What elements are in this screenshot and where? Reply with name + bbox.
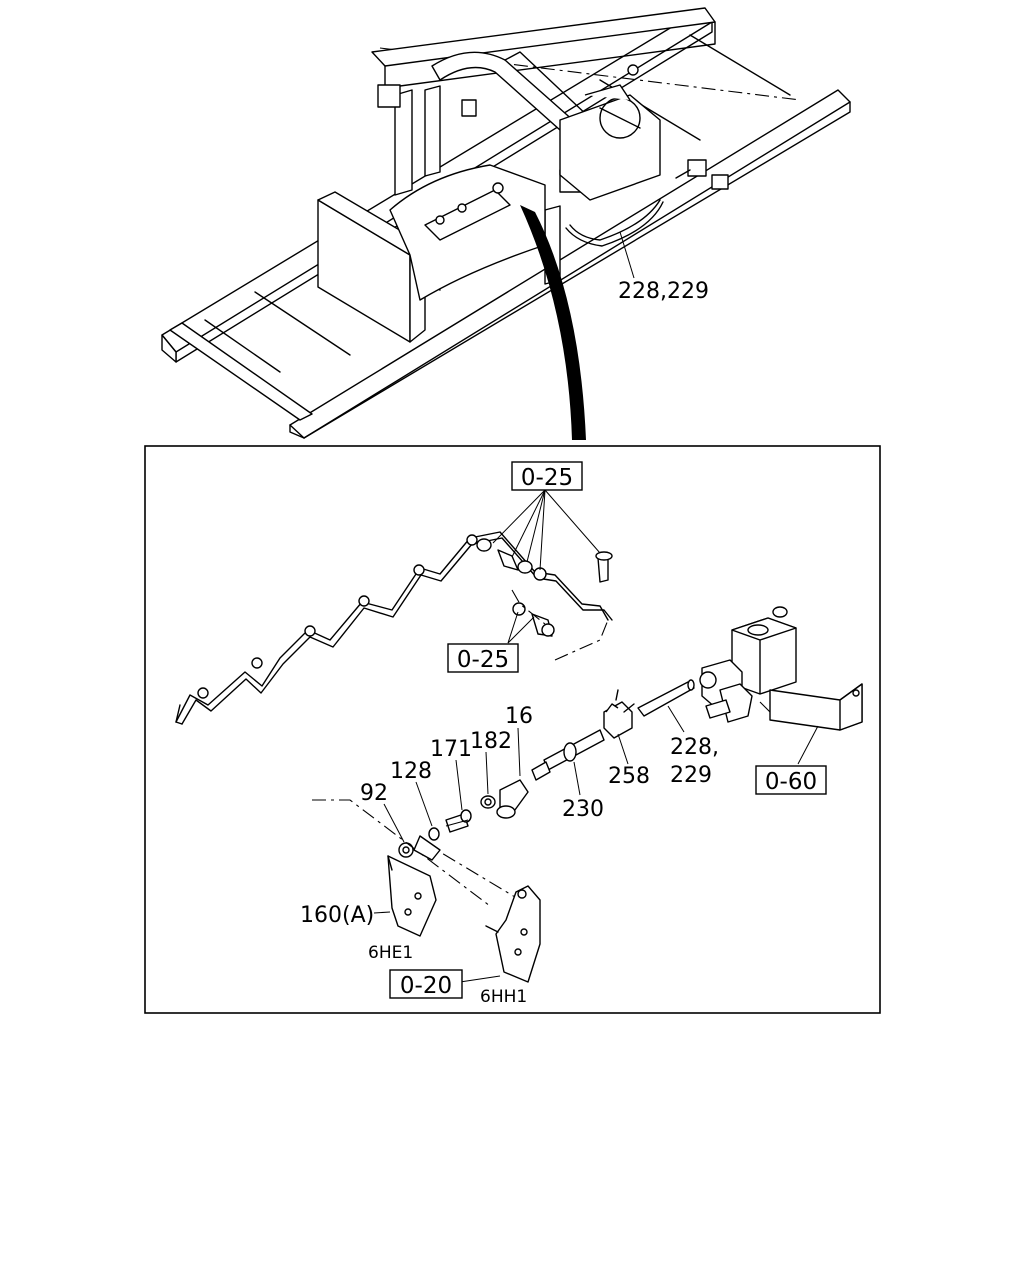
part-label-228: 228, bbox=[670, 735, 719, 760]
hose-228-229 bbox=[637, 679, 695, 733]
brake-pipe bbox=[175, 531, 613, 725]
hose-230 bbox=[531, 729, 605, 796]
svg-text:0-25: 0-25 bbox=[521, 465, 573, 491]
engine-label-6hh1: 6HH1 bbox=[480, 987, 527, 1007]
leader-0-60 bbox=[797, 725, 819, 765]
leader-lines-upper bbox=[492, 489, 601, 644]
bracket-160a bbox=[312, 799, 521, 937]
ref-box-right-0-60: 0-60 bbox=[755, 765, 827, 795]
svg-text:0-60: 0-60 bbox=[765, 769, 817, 795]
washer-182 bbox=[480, 751, 496, 809]
nut-92 bbox=[383, 803, 414, 858]
part-label-230: 230 bbox=[562, 797, 604, 822]
part-label-16: 16 bbox=[505, 704, 533, 729]
part-label-171: 171 bbox=[430, 737, 472, 762]
fitting-16 bbox=[496, 727, 529, 819]
part-label-228-229-top: 228,229 bbox=[618, 279, 709, 304]
bolt-171 bbox=[445, 759, 472, 833]
washer-128 bbox=[415, 781, 440, 841]
part-label-128: 128 bbox=[390, 759, 432, 784]
ref-box-upper-0-25: 0-25 bbox=[511, 461, 583, 491]
svg-text:0-25: 0-25 bbox=[457, 647, 509, 673]
part-label-92: 92 bbox=[360, 781, 388, 806]
bracket-6hh1 bbox=[459, 885, 541, 983]
part-label-160a: 160(A) bbox=[300, 903, 374, 928]
upper-fittings bbox=[476, 538, 613, 661]
valve-258 bbox=[603, 689, 635, 765]
svg-text:0-20: 0-20 bbox=[400, 973, 452, 999]
chassis-frame-illustration bbox=[161, 7, 851, 440]
part-label-182: 182 bbox=[470, 729, 512, 754]
part-label-258: 258 bbox=[608, 764, 650, 789]
relay-valve-assembly bbox=[699, 606, 863, 731]
ref-box-bottom-0-20: 0-20 bbox=[389, 969, 463, 999]
part-label-229: 229 bbox=[670, 763, 712, 788]
ref-box-middle-0-25: 0-25 bbox=[447, 643, 519, 673]
engine-label-6he1: 6HE1 bbox=[368, 943, 413, 963]
detail-frame bbox=[144, 445, 881, 1014]
